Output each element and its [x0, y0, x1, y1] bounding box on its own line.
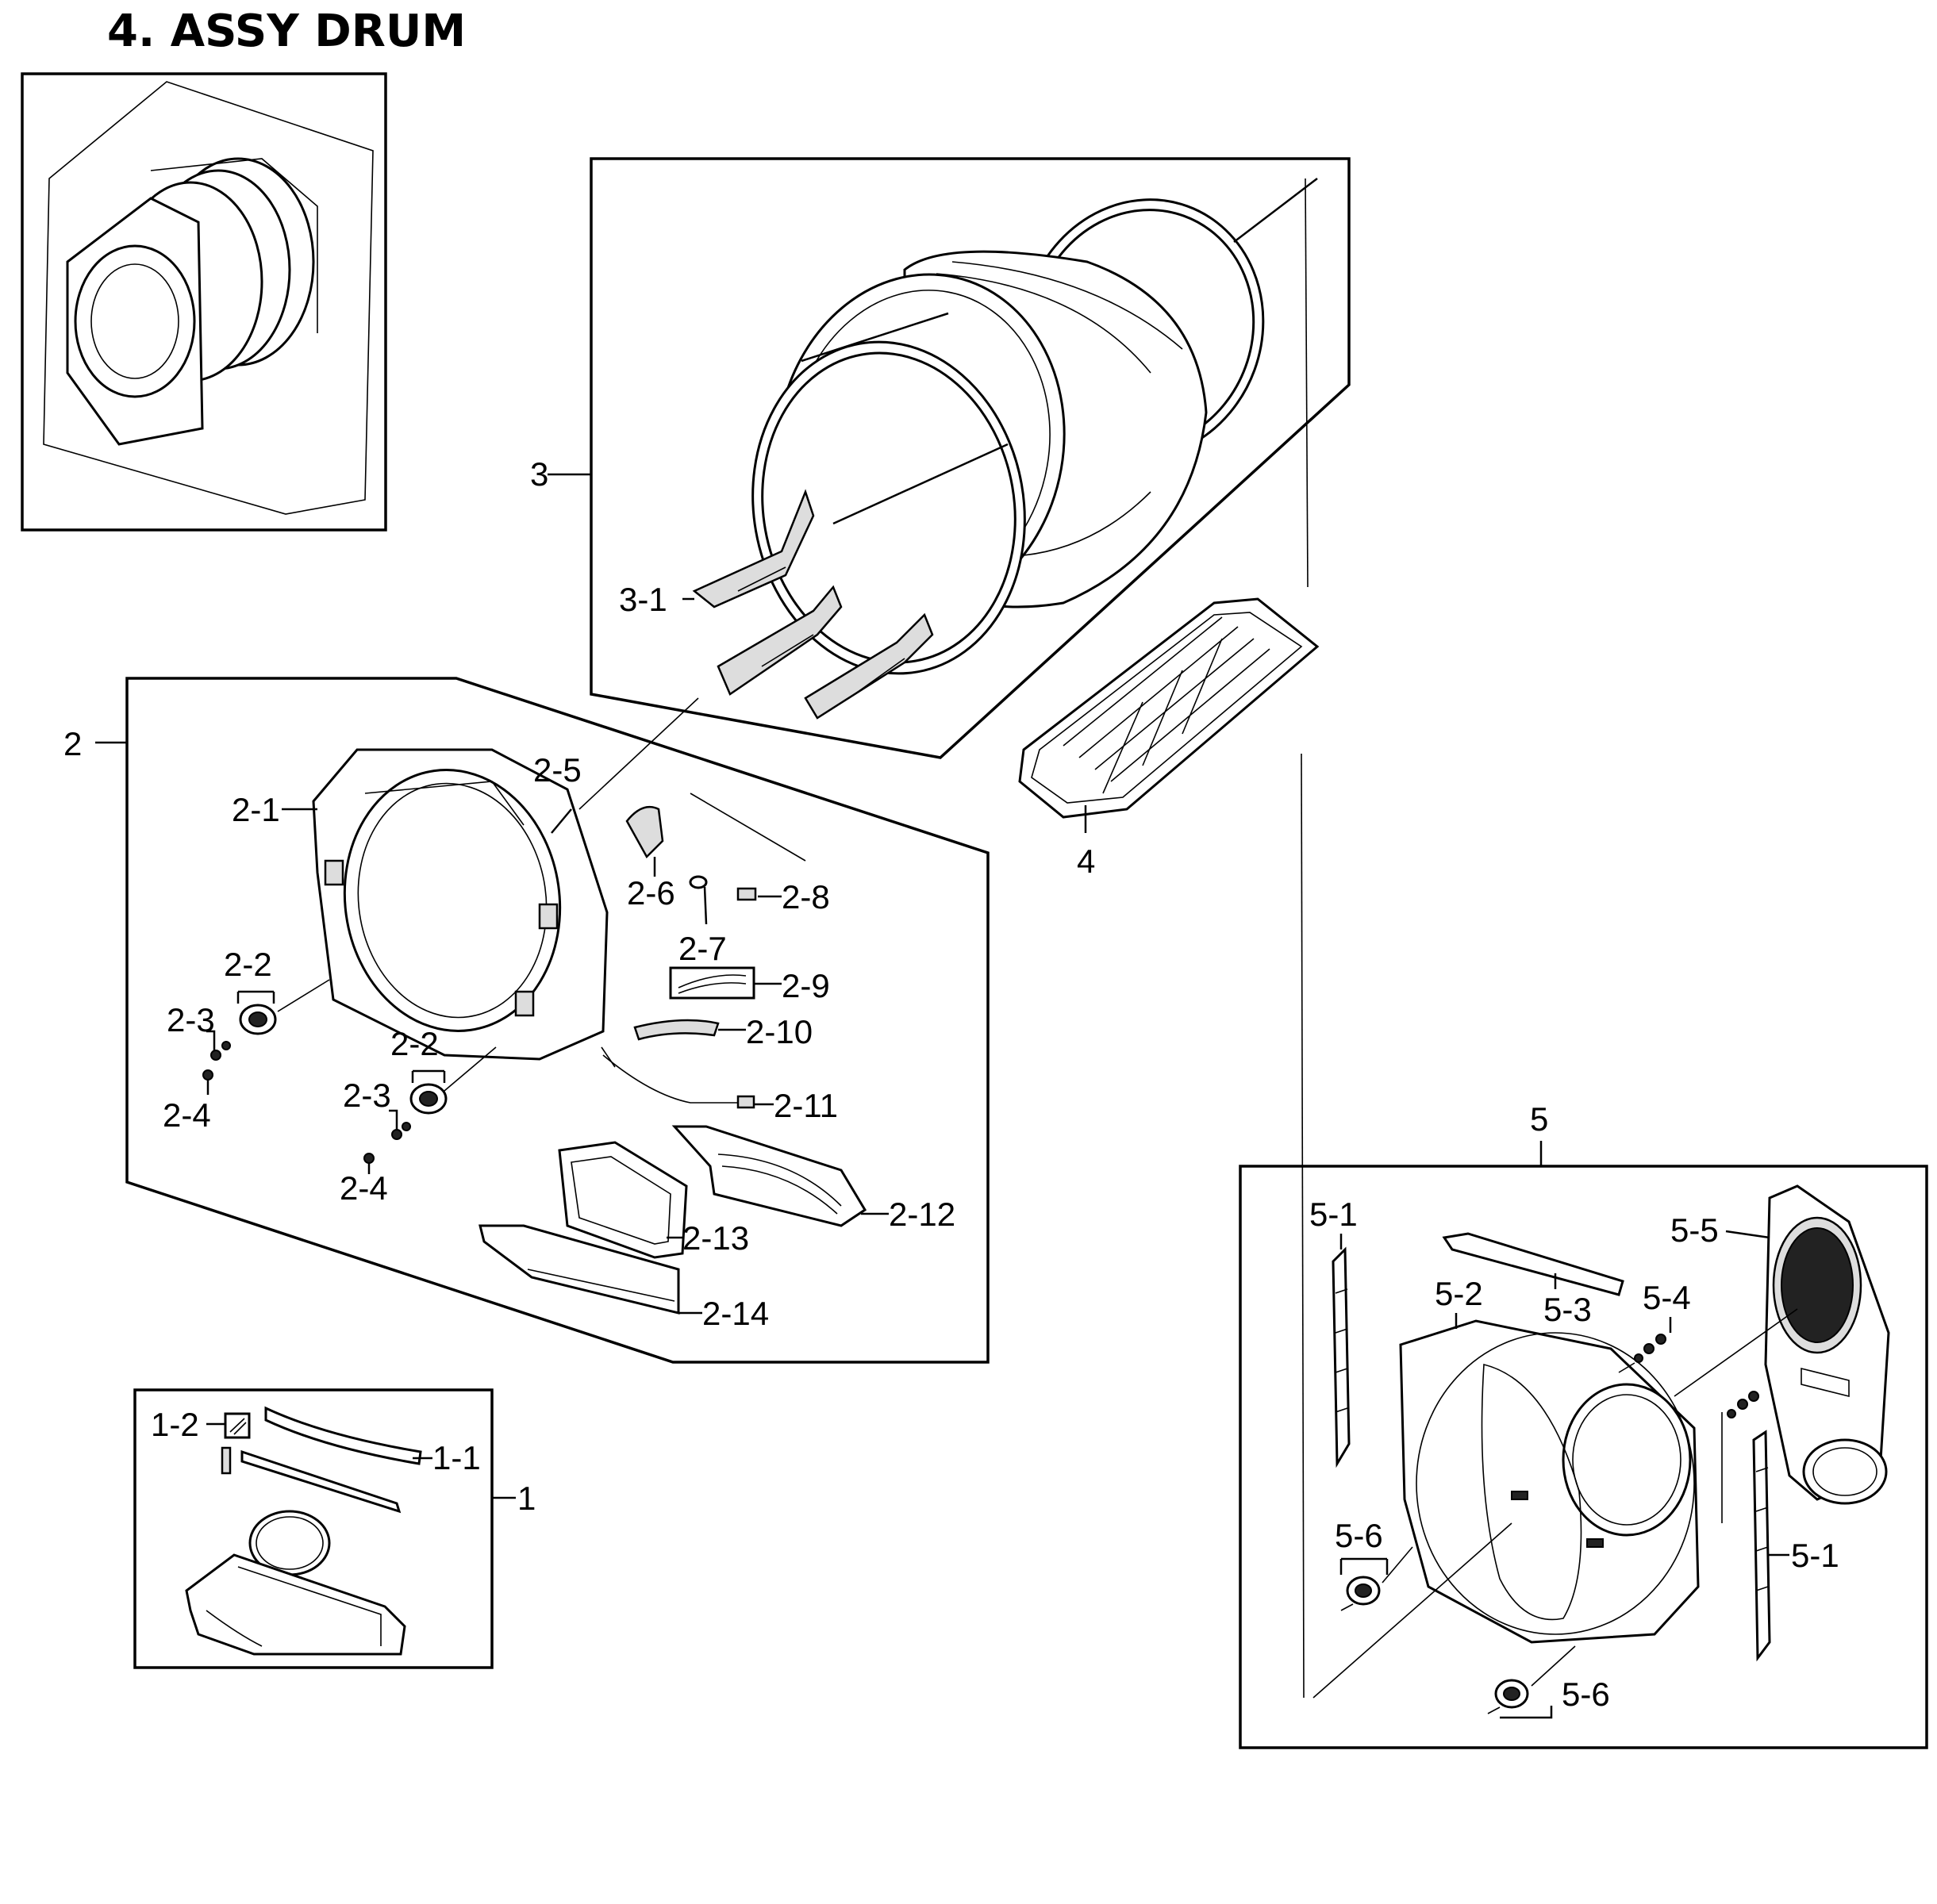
label-2-8: 2-8: [782, 878, 830, 916]
label-2-3-upper: 2-3: [167, 1001, 215, 1038]
label-3-1: 3-1: [619, 581, 667, 618]
label-5-3: 5-3: [1543, 1291, 1592, 1328]
overview-thumbnail: [21, 72, 387, 532]
label-2-2-upper: 2-2: [224, 946, 272, 983]
label-1-2: 1-2: [151, 1406, 199, 1443]
label-5-1-left: 5-1: [1309, 1196, 1358, 1233]
label-2-6: 2-6: [627, 874, 675, 912]
label-5-4: 5-4: [1643, 1279, 1691, 1316]
blower-housing-5-5-image: [1764, 1184, 1890, 1505]
label-5-1-right: 5-1: [1791, 1537, 1839, 1574]
duct-2-12-image: [671, 1125, 867, 1227]
label-5: 5: [1530, 1100, 1548, 1138]
front-panel-2-1-image: [312, 748, 609, 1061]
label-5-6-right: 5-6: [1562, 1676, 1610, 1713]
label-2-5: 2-5: [533, 751, 582, 789]
group-3-drum: 3 3-1: [530, 157, 1351, 759]
group-2-front-panel: 2 2-1 2-5 2-6 2-7 2-8: [63, 677, 990, 1364]
duct-housing-image: [185, 1553, 406, 1656]
roller-5-6-right-image: [1487, 1679, 1529, 1714]
drum-lifter-baffles-image: [692, 489, 934, 720]
label-5-6-left: 5-6: [1335, 1517, 1383, 1554]
roller-5-6-left-image: [1340, 1576, 1381, 1611]
rear-panel-5-2-image: [1399, 1319, 1700, 1644]
label-4: 4: [1077, 843, 1095, 880]
connector-line: [1301, 753, 1305, 1699]
drum-front-ring-image: [751, 340, 1026, 675]
label-1-1: 1-1: [432, 1439, 481, 1476]
bolts-5-4-image: [1634, 1334, 1759, 1418]
seal-2-9-image: [669, 966, 755, 1000]
label-2-7: 2-7: [678, 930, 727, 967]
label-2-4-upper: 2-4: [163, 1096, 211, 1134]
label-3: 3: [530, 455, 548, 493]
sensor-bracket-2-6-image: [625, 805, 664, 859]
roller-2-2-lower-image: [409, 1083, 448, 1115]
label-2-2-lower: 2-2: [390, 1025, 439, 1062]
label-2-4-lower: 2-4: [340, 1169, 388, 1207]
label-2: 2: [63, 725, 82, 762]
label-5-2: 5-2: [1435, 1275, 1483, 1312]
diagram-title: 4. ASSY DRUM: [107, 6, 466, 57]
group-5-rear-panel: 5 5-1 5-3 5-2: [1239, 1100, 1928, 1749]
label-2-13: 2-13: [682, 1219, 749, 1257]
rail-5-1-left-image: [1332, 1246, 1351, 1468]
group-1-duct: 1 1-2 1-1: [133, 1388, 536, 1669]
clip-2-8-image: [736, 887, 757, 901]
label-2-14: 2-14: [702, 1295, 769, 1332]
label-2-11: 2-11: [774, 1087, 838, 1124]
bracket-5-3-image: [1442, 1232, 1624, 1296]
label-1: 1: [517, 1480, 536, 1517]
label-5-5: 5-5: [1670, 1211, 1719, 1249]
roller-2-2-upper-image: [239, 1004, 277, 1035]
overview-drum-assembly-image: [66, 157, 318, 446]
seal-2-10-image: [633, 1019, 720, 1041]
label-2-9: 2-9: [782, 967, 830, 1004]
harness-2-11-image: [601, 1046, 755, 1109]
sensor-1-2-image: [221, 1412, 251, 1475]
filter-frame-2-13-image: [558, 1141, 688, 1259]
label-2-3-lower: 2-3: [343, 1077, 391, 1114]
label-2-1: 2-1: [232, 791, 280, 828]
rail-5-1-right-image: [1752, 1430, 1771, 1662]
lint-filter-mesh-image: [1063, 616, 1270, 794]
part-4-lint-filter: 4: [1018, 597, 1320, 880]
sensor-2-7-image: [689, 875, 708, 889]
label-2-10: 2-10: [746, 1013, 813, 1050]
label-2-12: 2-12: [889, 1196, 955, 1233]
seal-strip-1-1-image: [240, 1406, 422, 1514]
